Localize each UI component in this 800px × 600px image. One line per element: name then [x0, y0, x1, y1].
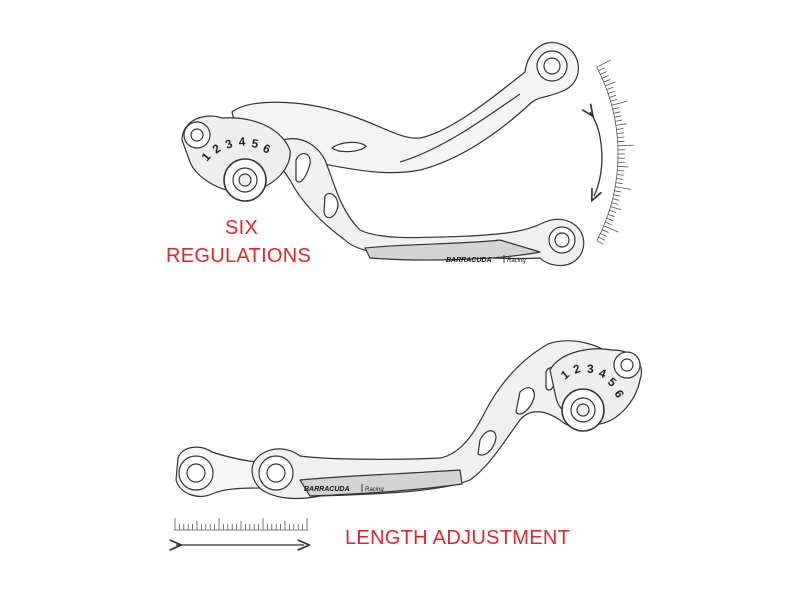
top-lever-lower-slot-1	[295, 153, 311, 183]
length-adjustment-label: LENGTH ADJUSTMENT	[345, 527, 571, 549]
arc-ruler-tick	[617, 136, 625, 138]
arc-ruler-tick	[607, 214, 615, 218]
arc-ruler-tick	[601, 75, 609, 79]
arc-ruler-tick	[609, 210, 617, 213]
arc-ruler-tick	[605, 81, 616, 87]
top-lever-upper-slot	[331, 141, 367, 153]
bottom-lever-adjuster-knob-pin	[576, 403, 590, 417]
arc-ruler-tick	[596, 240, 604, 245]
arc-ruler-ticks	[596, 59, 634, 245]
bottom-dial-number: 4	[597, 366, 608, 382]
bottom-brand-sub: Racing	[365, 487, 384, 493]
top-lever-dial-boss-inner	[190, 128, 204, 142]
arc-ruler-tick	[606, 86, 614, 91]
arc-ruler-tick	[607, 90, 615, 94]
arc-ruler-tick	[615, 119, 623, 122]
arc-ruler-tick	[610, 206, 622, 211]
arc-ruler-tick	[614, 190, 622, 193]
arc-ruler-tick	[615, 123, 627, 126]
top-lever-lower-tip-ring	[554, 232, 570, 248]
arc-ruler-tick	[616, 132, 624, 134]
arc-ruler-tick	[612, 198, 620, 201]
bottom-lever-pivot-ring	[266, 463, 286, 483]
top-dial-number: 3	[223, 136, 234, 152]
top-lever	[181, 41, 585, 267]
top-lever-lower-arm	[267, 138, 585, 267]
straight-ruler	[174, 518, 308, 531]
arc-ruler-tick	[598, 67, 606, 72]
arc-ruler-tick	[616, 178, 624, 180]
arc-ruler-tick	[615, 186, 631, 190]
top-lever-upper-groove	[399, 93, 521, 163]
top-dial-number: 5	[250, 136, 259, 151]
regulations-label: REGULATIONS	[166, 245, 312, 267]
top-lever-upper-arm	[231, 41, 579, 174]
bottom-lever-slot-1	[515, 387, 535, 415]
top-lever-blade	[364, 239, 541, 261]
bottom-dial-number: 3	[587, 362, 594, 376]
six-label: SIX	[225, 217, 259, 239]
arc-ruler	[596, 59, 634, 245]
arc-ruler-tick	[609, 95, 617, 98]
top-brand-logo: BARRACUDA Racing	[446, 255, 526, 264]
arc-ruler-tick	[614, 115, 622, 118]
bottom-lever-slot-2	[477, 430, 497, 456]
bottom-lever-blade	[299, 469, 463, 497]
bottom-brand-logo: BARRACUDA Racing	[304, 484, 384, 493]
arc-ruler-tick	[617, 144, 634, 147]
arc-ruler-tick	[610, 99, 618, 102]
arc-ruler-tick	[611, 100, 628, 106]
bottom-brand-name: BARRACUDA	[304, 486, 350, 493]
bottom-lever-dial-boss-inner	[620, 358, 634, 372]
arc-ruler-tick	[613, 194, 621, 197]
arc-ruler-tick	[600, 233, 607, 237]
arc-ruler-tick	[613, 111, 621, 114]
straight-ruler-ticks	[174, 518, 308, 530]
arc-ruler-tick	[617, 170, 625, 172]
bottom-lever	[175, 340, 642, 500]
arc-ruler-tick	[601, 229, 609, 233]
top-lever-lower-slot-2	[323, 193, 339, 219]
arc-ruler-tick	[617, 140, 625, 143]
arc-ruler-tick	[606, 217, 614, 222]
arc-ruler-tick	[616, 174, 624, 176]
arc-ruler-tick	[605, 221, 612, 226]
arc-ruler-tick	[603, 225, 619, 233]
top-lever-upper-pivot-ring	[543, 57, 561, 75]
bottom-dial-number: 2	[571, 361, 582, 377]
arc-ruler-tick	[615, 182, 623, 185]
arc-ruler-tick	[600, 71, 607, 75]
arc-ruler-inner-edge	[596, 67, 619, 241]
arc-ruler-tick	[596, 59, 612, 68]
arc-ruler-tick	[603, 79, 611, 83]
arc-ruler-tick	[612, 107, 620, 110]
curved-double-arrow-icon	[590, 112, 603, 196]
bottom-lever-ghost-ring	[186, 463, 206, 483]
arc-ruler-tick	[611, 202, 619, 205]
top-dial-number: 4	[238, 134, 246, 149]
top-brand-name: BARRACUDA	[446, 257, 492, 264]
top-brand-sub: Racing	[507, 258, 526, 264]
arc-ruler-tick	[617, 165, 629, 168]
arc-ruler-tick	[598, 236, 606, 241]
top-lever-adjuster-knob-pin	[238, 173, 252, 187]
arc-ruler-tick	[616, 128, 624, 130]
